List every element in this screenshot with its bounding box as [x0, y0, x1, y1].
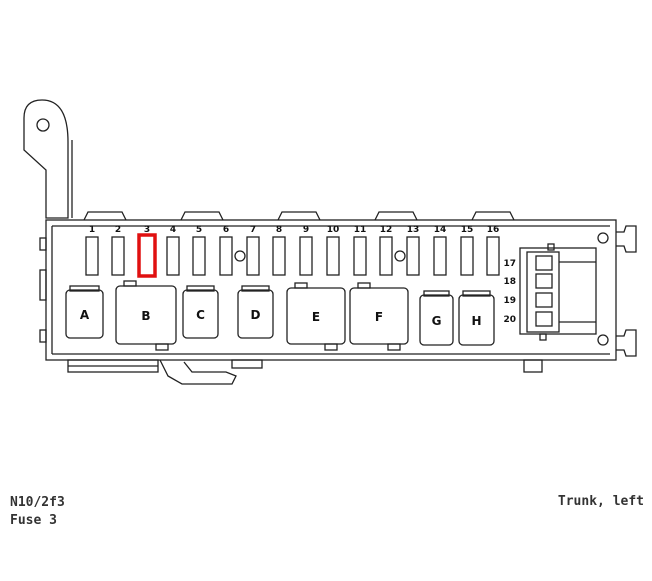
relay-label-h: H — [471, 314, 481, 328]
relay-label-b: B — [141, 309, 150, 323]
fuse-number-1: 1 — [89, 225, 95, 235]
fuse-number-8: 8 — [276, 225, 282, 235]
fuse-8 — [272, 236, 286, 276]
fuse-12 — [379, 236, 393, 276]
fuse-number-6: 6 — [223, 225, 229, 235]
side-fuse-number-20: 20 — [503, 315, 516, 325]
fuse-3-highlighted — [137, 233, 157, 278]
fuse-16 — [486, 236, 500, 276]
fuse-10 — [326, 236, 340, 276]
relay-row: A B C D E F G H — [65, 280, 495, 351]
side-fuse-labels: 17 18 19 20 — [503, 259, 516, 325]
fuse-number-10: 10 — [327, 225, 340, 235]
mounting-bracket — [23, 99, 69, 219]
fuse-6 — [219, 236, 233, 276]
relay-label-a: A — [80, 308, 90, 322]
fuse-4 — [166, 236, 180, 276]
fuse-number-9: 9 — [303, 225, 309, 235]
relay-g — [419, 294, 454, 346]
side-fuse-number-17: 17 — [503, 259, 516, 269]
fuse-1 — [85, 236, 99, 276]
fuse-number-13: 13 — [407, 225, 420, 235]
component-caption: N10/2f3 Fuse 3 — [10, 494, 65, 530]
relay-d — [237, 289, 274, 339]
fuse-number-2: 2 — [115, 225, 121, 235]
fuse-7 — [246, 236, 260, 276]
fuse-label: Fuse 3 — [10, 513, 57, 528]
fuse-number-12: 12 — [380, 225, 393, 235]
side-fuse-block — [519, 247, 597, 335]
side-fuse-number-18: 18 — [503, 277, 516, 287]
relay-b — [115, 285, 177, 345]
fuse-number-5: 5 — [196, 225, 202, 235]
relay-a — [65, 289, 104, 339]
relay-label-f: F — [375, 310, 383, 324]
fuse-14 — [433, 236, 447, 276]
relay-label-e: E — [312, 310, 320, 324]
bracket-hole — [36, 118, 50, 132]
relay-e — [286, 287, 346, 345]
relay-label-d: D — [251, 308, 261, 322]
fuse-15 — [460, 236, 474, 276]
fuse-box-housing — [45, 219, 617, 361]
relay-h — [458, 294, 495, 346]
relay-label-c: C — [196, 308, 205, 322]
relay-f — [349, 287, 409, 345]
fuse-number-11: 11 — [354, 225, 367, 235]
fuse-11 — [353, 236, 367, 276]
component-id: N10/2f3 — [10, 495, 65, 510]
location-label: Trunk, left — [557, 494, 644, 509]
fuse-number-4: 4 — [170, 225, 176, 235]
side-fuse-number-19: 19 — [503, 296, 516, 306]
fuse-number-14: 14 — [434, 225, 447, 235]
relay-label-g: G — [432, 314, 442, 328]
relay-c — [182, 289, 219, 339]
fuse-number-16: 16 — [487, 225, 500, 235]
fuse-number-3: 3 — [144, 225, 150, 235]
fuse-number-15: 15 — [461, 225, 474, 235]
fuse-2 — [111, 236, 125, 276]
fuse-13 — [406, 236, 420, 276]
fuse-number-7: 7 — [250, 225, 256, 235]
fuse-5 — [192, 236, 206, 276]
fuse-9 — [299, 236, 313, 276]
